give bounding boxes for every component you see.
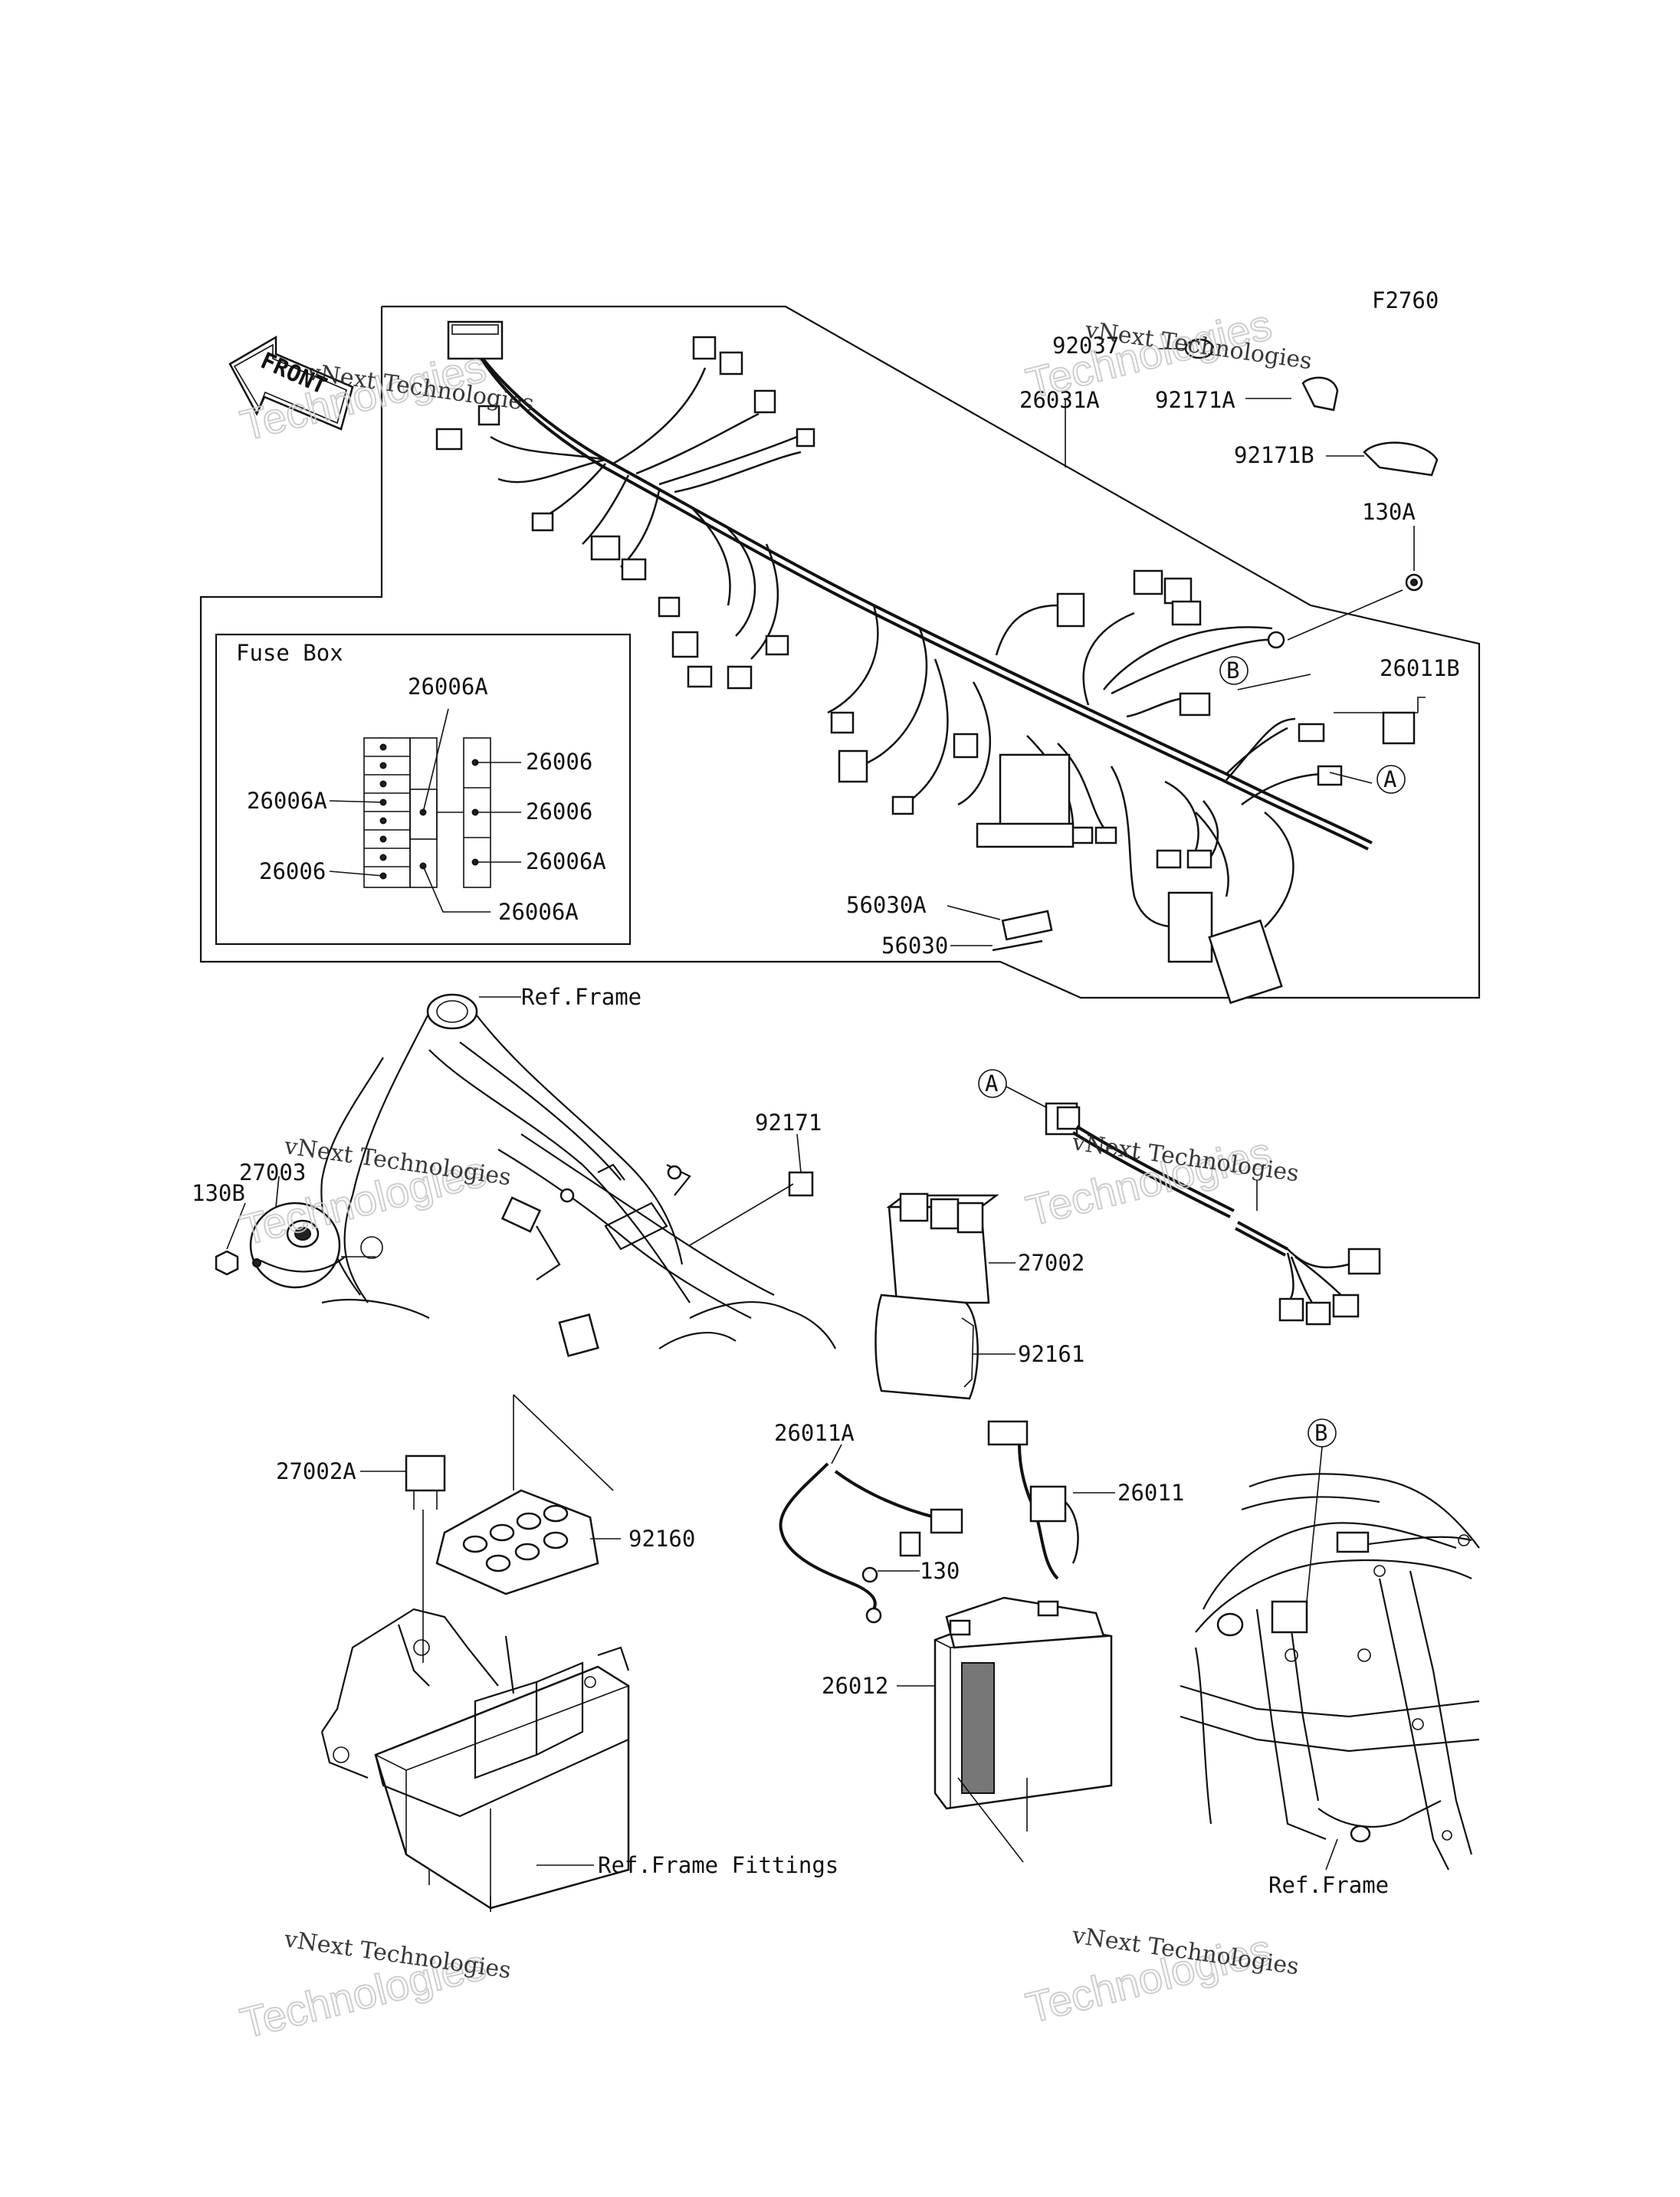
label-26011: 26011 (1117, 1480, 1184, 1506)
fuse-box-body (363, 737, 491, 888)
fuse-box-border (215, 633, 632, 946)
callout-b-lower-label: B (1314, 1420, 1327, 1446)
label-92160: 92160 (628, 1526, 695, 1552)
watermark-6: Technologies vNext Technologies (1021, 1922, 1301, 2033)
label-26006A-left: 26006A (247, 788, 327, 814)
bolt-130A (1405, 573, 1423, 592)
label-26006-r1: 26006 (526, 749, 592, 775)
label-26011B: 26011B (1380, 655, 1460, 681)
battery-cover-92160 (435, 1489, 599, 1595)
battery-26012 (934, 1596, 1113, 1810)
callout-a-upper-label: A (1383, 766, 1396, 792)
callout-b-upper-label: B (1226, 657, 1239, 684)
harness-outline-frame (199, 305, 1481, 999)
callout-a-lower (978, 1069, 1007, 1098)
horn-27003 (249, 1202, 376, 1289)
label-26012: 26012 (822, 1673, 888, 1699)
label-130: 130 (920, 1558, 960, 1584)
fuse-strip-56030 (992, 939, 1043, 952)
label-27003: 27003 (239, 1159, 306, 1185)
label-26006-r2: 26006 (526, 798, 592, 825)
label-130B: 130B (192, 1180, 245, 1206)
label-56030: 56030 (881, 933, 948, 959)
label-26006A-r3: 26006A (526, 848, 606, 874)
label-27002: 27002 (1018, 1250, 1084, 1276)
relay-27002A (405, 1454, 446, 1510)
figure-code: F2760 (1372, 287, 1439, 313)
label-26006A-bottom: 26006A (498, 899, 579, 925)
main-wire-harness (435, 320, 1373, 1005)
label-130A: 130A (1362, 499, 1416, 525)
fuse-box-inset: Fuse Box (215, 633, 632, 946)
watermark-4: Technologies vNext Technologies (1021, 1126, 1301, 1235)
label-26006-left: 26006 (259, 858, 326, 884)
label-92171A: 92171A (1155, 387, 1235, 413)
label-92171: 92171 (755, 1110, 822, 1136)
label-ref-frame-top: Ref.Frame (521, 984, 641, 1010)
callout-a-lower-label: A (985, 1071, 998, 1097)
ecu-cover-92161 (874, 1294, 979, 1400)
label-27002A: 27002A (276, 1458, 356, 1484)
label-26011A: 26011A (774, 1420, 855, 1446)
frame-horn-section (215, 993, 836, 1357)
junction-block (999, 753, 1071, 833)
bolt-130B (215, 1250, 239, 1276)
fuse-cover-56030A (1001, 910, 1053, 941)
clip-92037 (1184, 338, 1215, 359)
ecu-27002 (886, 1192, 999, 1304)
label-92037: 92037 (1052, 333, 1119, 359)
rear-frame-section: B (1180, 1418, 1480, 1871)
callout-a-upper (1376, 765, 1406, 794)
positive-cable-26011 (987, 1420, 1115, 1580)
label-92171B: 92171B (1234, 442, 1314, 468)
callout-b-upper (1219, 656, 1249, 685)
fuse-box-title: Fuse Box (236, 640, 343, 666)
battery-case-section (320, 1394, 630, 1912)
clip-92171A (1301, 376, 1339, 412)
label-92161: 92161 (1018, 1341, 1084, 1367)
battery-box (320, 1608, 630, 1912)
clip-92171B (1363, 441, 1439, 477)
sub-harness-a: A (978, 1069, 1381, 1326)
label-56030A: 56030A (846, 892, 927, 918)
connector-26011B (1382, 711, 1416, 745)
watermark-5: Technologies vNext Technologies (235, 1926, 513, 2048)
label-26031A: 26031A (1019, 387, 1100, 413)
label-26006A-top: 26006A (408, 674, 488, 700)
label-ref-frame-fittings: Ref.Frame Fittings (598, 1852, 838, 1878)
label-ref-frame-bottom: Ref.Frame (1268, 1872, 1389, 1898)
negative-cable-26011A (779, 1444, 963, 1624)
